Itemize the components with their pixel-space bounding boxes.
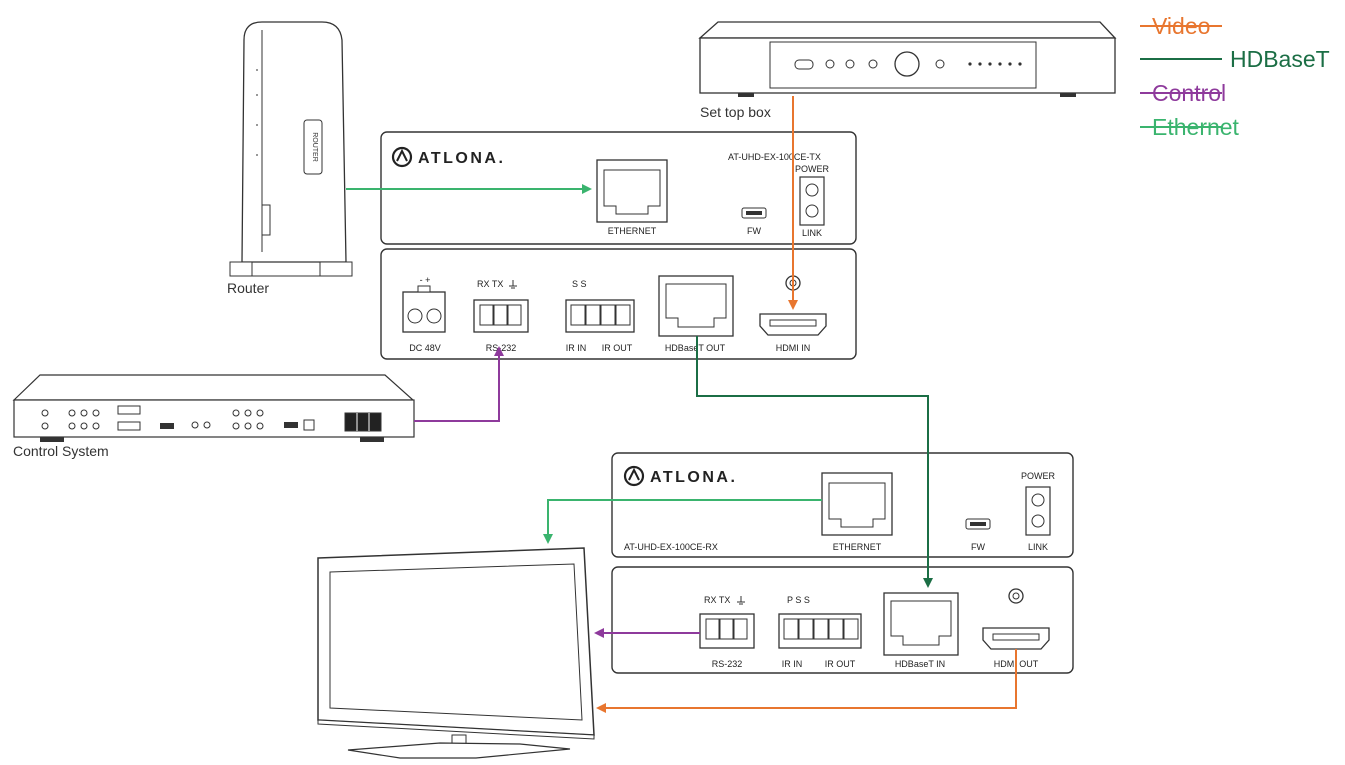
tx-ir-connector bbox=[565, 299, 635, 333]
rx-rear-panel: RX TX RS-232 P S S IR IN IR OUT HDBaseT bbox=[611, 566, 1074, 674]
legend-hdbaset-label: HDBaseT bbox=[1230, 46, 1330, 72]
router-label: Router bbox=[227, 280, 269, 296]
control-system-to-tx-rs232 bbox=[414, 346, 504, 422]
rx-ir-connector bbox=[778, 613, 862, 649]
tv-display bbox=[317, 547, 595, 759]
rx-hdmi-port bbox=[982, 627, 1050, 650]
rx-rs232-label: RS-232 bbox=[712, 659, 743, 669]
rx-rs232-pins: RX TX bbox=[704, 595, 730, 605]
tx-rs232-label: RS-232 bbox=[486, 343, 517, 353]
tx-rear-panel: - + DC 48V RX TX RS-232 S S IR bbox=[380, 248, 857, 360]
tx-hdbaset-out-label: HDBaseT OUT bbox=[665, 343, 726, 353]
tx-ethernet-label: ETHERNET bbox=[608, 226, 657, 236]
legend-video: Video bbox=[1140, 13, 1222, 39]
tx-ethernet-port bbox=[596, 159, 668, 223]
rx-front-panel: ATLONA. AT-UHD-EX-100CE-RX ETHERNET FW P… bbox=[611, 452, 1074, 558]
tx-hdmi-in-label: HDMI IN bbox=[776, 343, 811, 353]
rx-link-label: LINK bbox=[1028, 542, 1048, 552]
rx-ethernet-label: ETHERNET bbox=[833, 542, 882, 552]
rx-ir-out-label: IR OUT bbox=[825, 659, 856, 669]
set-top-box-label: Set top box bbox=[700, 104, 771, 120]
hdbaset-tx-to-rx bbox=[696, 336, 933, 588]
tx-hdbaset-port bbox=[658, 275, 734, 337]
tx-link-label: LINK bbox=[802, 228, 822, 238]
atlona-logo-icon bbox=[623, 465, 645, 487]
atlona-logo-icon bbox=[391, 146, 413, 168]
control-system-label: Control System bbox=[13, 443, 109, 459]
rx-power-link-leds bbox=[1025, 486, 1051, 536]
tx-fw-label: FW bbox=[747, 226, 761, 236]
tx-dc-label: DC 48V bbox=[409, 343, 441, 353]
tx-ir-pins: S S bbox=[572, 279, 587, 289]
rx-model: AT-UHD-EX-100CE-RX bbox=[624, 542, 718, 552]
ethernet-rx-to-tv bbox=[543, 499, 822, 544]
ground-icon bbox=[737, 596, 745, 605]
tx-ir-in-label: IR IN bbox=[566, 343, 587, 353]
rx-ir-in-label: IR IN bbox=[782, 659, 803, 669]
video-rx-hdmi-out-to-tv bbox=[596, 649, 1017, 713]
legend-ethernet: Ethernet bbox=[1140, 114, 1240, 140]
connections bbox=[346, 96, 1017, 713]
rx-screw-icon bbox=[1008, 588, 1024, 604]
control-system: Control System bbox=[12, 374, 415, 459]
rx-hdbaset-port bbox=[883, 592, 959, 656]
tx-rs232-pins: RX TX bbox=[477, 279, 503, 289]
set-top-box: Set top box bbox=[698, 21, 1117, 120]
rx-ethernet-port bbox=[821, 472, 893, 536]
legend-control: Control bbox=[1140, 80, 1226, 106]
rx-power-label: POWER bbox=[1021, 471, 1056, 481]
tx-fw-port bbox=[741, 207, 767, 219]
rx-fw-port bbox=[965, 518, 991, 530]
tx-power-link-leds bbox=[799, 176, 825, 226]
tx-dc-power-connector bbox=[402, 285, 446, 333]
tx-hdmi-port bbox=[759, 313, 827, 336]
tx-ir-out-label: IR OUT bbox=[602, 343, 633, 353]
rx-fw-label: FW bbox=[971, 542, 985, 552]
tx-rs232-connector bbox=[473, 299, 529, 333]
tx-model: AT-UHD-EX-100CE-TX bbox=[728, 152, 821, 162]
rx-rs232-connector bbox=[699, 613, 755, 649]
legend-hdbaset: HDBaseT bbox=[1140, 46, 1330, 72]
tx-brand: ATLONA. bbox=[418, 150, 505, 167]
router-case-label: ROUTER bbox=[311, 132, 318, 162]
tx-power-label: POWER bbox=[795, 164, 830, 174]
router: ROUTER Router bbox=[227, 21, 353, 296]
tx-dc-pins: - + bbox=[420, 275, 431, 285]
ground-icon bbox=[509, 280, 517, 289]
rx-hdbaset-in-label: HDBaseT IN bbox=[895, 659, 945, 669]
legend: Video HDBaseT Control Ethernet bbox=[1140, 13, 1330, 140]
rx-brand: ATLONA. bbox=[650, 469, 737, 486]
rx-ir-pins: P S S bbox=[787, 595, 810, 605]
